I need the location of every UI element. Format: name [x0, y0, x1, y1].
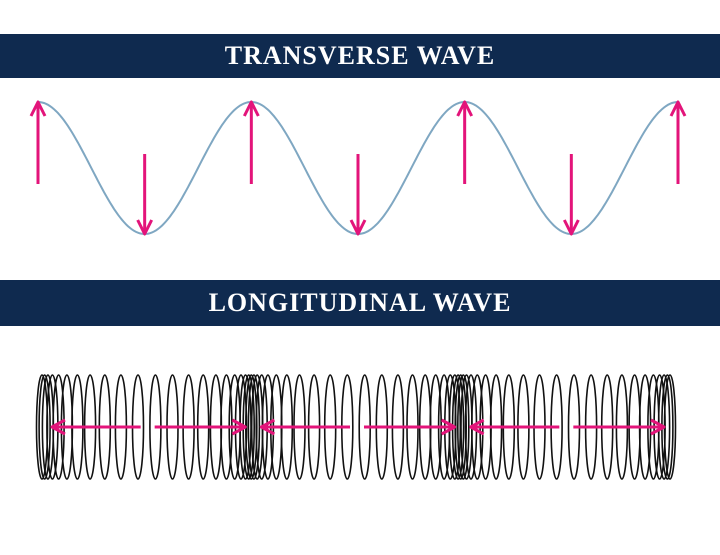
right-arrow-4	[364, 418, 457, 436]
transverse-wave-title: TRANSVERSE WAVE	[224, 41, 496, 70]
up-arrow-2	[242, 100, 260, 184]
down-arrow-3	[562, 154, 580, 236]
left-arrow-5	[469, 418, 560, 436]
right-arrow-6	[573, 418, 666, 436]
left-arrow-1	[50, 418, 141, 436]
up-arrow-1	[29, 100, 47, 184]
left-arrow-3	[259, 418, 350, 436]
spring-coil	[38, 374, 51, 480]
up-arrow-3	[456, 100, 474, 184]
down-arrow-2	[349, 154, 367, 236]
spring-coil	[247, 374, 261, 480]
longitudinal-wave-title: LONGITUDINAL WAVE	[208, 288, 512, 317]
down-arrow-1	[136, 154, 154, 236]
transverse-wave-diagram	[29, 100, 687, 236]
longitudinal-wave-diagram	[35, 374, 677, 480]
up-arrow-4	[669, 100, 687, 184]
longitudinal-wave-banner: LONGITUDINAL WAVE	[0, 280, 720, 326]
longitudinal-arrows-group	[50, 418, 666, 436]
right-arrow-2	[154, 418, 247, 436]
spring-coil	[456, 374, 470, 480]
transverse-wave-banner: TRANSVERSE WAVE	[0, 34, 720, 78]
transverse-arrows-group	[29, 100, 687, 236]
